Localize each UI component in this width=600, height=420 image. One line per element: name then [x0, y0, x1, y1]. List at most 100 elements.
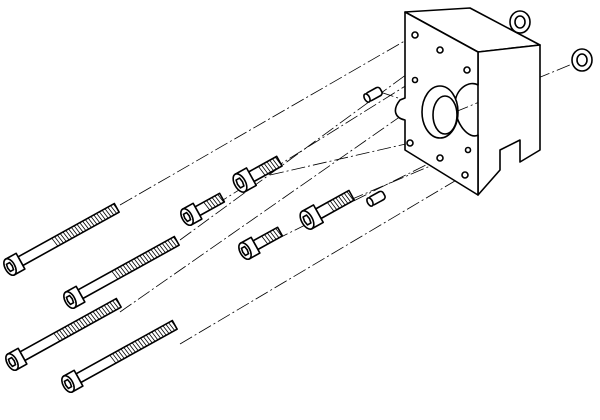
thread-line [79, 222, 87, 231]
thread-line [122, 264, 130, 274]
thread-line [156, 246, 163, 255]
thread-line [147, 250, 155, 260]
thread-line [161, 243, 169, 252]
thread-line [120, 348, 128, 358]
thread-line [131, 260, 138, 269]
thread-line [87, 314, 94, 323]
thread-line [167, 239, 175, 249]
thread-line [145, 252, 152, 261]
thread-line [346, 191, 354, 201]
thread-line [142, 253, 149, 263]
thread-line [203, 201, 211, 211]
thread-line [98, 308, 105, 317]
thread-line [67, 325, 75, 334]
thread-line [65, 230, 73, 239]
thread-line [106, 303, 114, 312]
plate-hole [463, 66, 471, 74]
axis-line [179, 49, 441, 241]
thread-line [145, 334, 153, 344]
thread-line [266, 232, 274, 242]
thread-line [90, 216, 98, 225]
thread-line [260, 164, 269, 175]
thread-line [110, 205, 117, 214]
thread-line [274, 156, 283, 167]
pin-end [366, 197, 374, 207]
hex-socket-icon [240, 245, 250, 257]
thread-line [64, 326, 72, 336]
thread-line [53, 332, 61, 342]
thread-line [114, 269, 121, 278]
thread-line [206, 200, 213, 209]
thread-line [170, 238, 177, 247]
thread-line [78, 318, 86, 328]
thread-line [168, 322, 175, 331]
adapter-plate [394, 7, 541, 196]
thread-line [208, 198, 216, 208]
thread-line [56, 331, 63, 340]
hex-socket-icon [65, 294, 75, 306]
thread-line [81, 317, 89, 326]
plate-hole [464, 146, 472, 154]
thread-line [109, 354, 117, 364]
thread-line [171, 320, 178, 330]
thread-line [92, 311, 100, 320]
thread-line [84, 315, 91, 325]
axis-line [274, 157, 441, 241]
thread-line [123, 347, 131, 356]
ring-inner [576, 53, 588, 67]
thread-line [104, 208, 112, 217]
thread-line [150, 249, 158, 258]
short-screw-1 [232, 155, 283, 193]
thread-line [62, 231, 70, 241]
thread-line [153, 247, 161, 257]
thread-line [335, 197, 343, 207]
axis-line [269, 142, 411, 176]
hex-socket-icon [5, 261, 15, 273]
thread-line [151, 331, 159, 341]
long-screw-1 [3, 202, 120, 277]
thread-line [112, 353, 119, 362]
thread-line [261, 235, 269, 245]
axis-line [119, 34, 416, 206]
long-screw-2 [63, 235, 180, 310]
plate-hole [461, 171, 469, 179]
thread-line [165, 323, 173, 333]
seal-ring-1 [509, 10, 531, 34]
thread-line [59, 329, 66, 339]
thread-line [327, 202, 335, 212]
thread-line [112, 300, 119, 309]
plate-hole [411, 31, 419, 39]
hex-socket-icon [7, 356, 17, 368]
dowel-pin-1 [363, 86, 383, 103]
thread-line [115, 298, 122, 308]
plate-hole [411, 76, 419, 84]
thread-line [136, 256, 144, 266]
thread-line [128, 261, 135, 271]
thread-line [61, 328, 69, 337]
thread-line [117, 267, 124, 277]
thread-line [338, 195, 346, 206]
thread-line [272, 158, 280, 168]
long-screw-4 [61, 319, 178, 394]
thread-line [113, 203, 120, 213]
thread-line [211, 197, 219, 206]
thread-line [73, 322, 80, 331]
thread-line [59, 233, 67, 242]
thread-line [68, 228, 75, 238]
short-screw-4 [299, 189, 356, 230]
thread-line [162, 325, 170, 334]
thread-line [266, 161, 274, 171]
thread-line [173, 236, 180, 246]
thread-line [76, 223, 84, 233]
thread-line [139, 255, 147, 264]
thread-line [343, 192, 352, 203]
thread-line [263, 163, 272, 173]
long-screw-3 [5, 297, 122, 372]
thread-line [275, 228, 283, 237]
thread-line [93, 214, 101, 224]
plate-holes [406, 31, 472, 179]
thread-line [148, 333, 156, 342]
thread-line [109, 301, 117, 311]
thread-line [258, 166, 266, 176]
thread-line [73, 225, 81, 234]
